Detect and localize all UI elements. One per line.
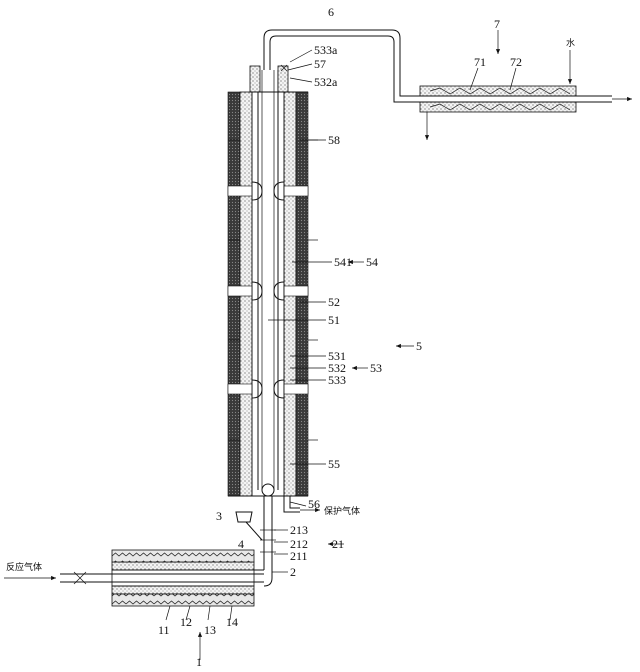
label-5: 5 [416,339,422,353]
label-1: 1 [196,655,202,669]
label-541: 541 [334,255,352,269]
tube-joints [251,181,285,399]
label-533: 533 [328,373,346,387]
label-14: 14 [226,615,238,629]
label-211: 211 [290,549,308,563]
label-55: 55 [328,457,340,471]
label-protect-gas: 保护气体 [324,505,360,517]
label-532a: 532a [314,75,338,89]
label-531: 531 [328,349,346,363]
label-213: 213 [290,523,308,537]
label-53: 53 [370,361,382,375]
label-6: 6 [328,5,334,19]
label-11: 11 [158,623,170,637]
label-212: 212 [290,537,308,551]
label-water: 水 [566,37,575,49]
label-3: 3 [216,509,222,523]
label-21: 21 [332,537,344,551]
label-4: 4 [238,537,244,551]
outlet-pipe [263,29,420,103]
label-7: 7 [494,17,500,31]
inlet-section [4,496,320,660]
label-72: 72 [510,55,522,69]
leader-lines [165,49,517,621]
label-51: 51 [328,313,340,327]
labels: 6 533a 57 532a 7 71 72 水 58 541 54 52 51… [6,5,575,669]
label-54: 54 [366,255,378,269]
label-71: 71 [474,55,486,69]
label-56: 56 [308,497,320,511]
reactor-column [227,65,318,497]
label-12: 12 [180,615,192,629]
label-532: 532 [328,361,346,375]
label-58: 58 [328,133,340,147]
label-2: 2 [290,565,296,579]
label-13: 13 [204,623,216,637]
label-57: 57 [314,57,326,71]
label-reaction-gas: 反应气体 [6,561,42,573]
label-533a: 533a [314,43,338,57]
condenser [419,30,632,140]
label-52: 52 [328,295,340,309]
